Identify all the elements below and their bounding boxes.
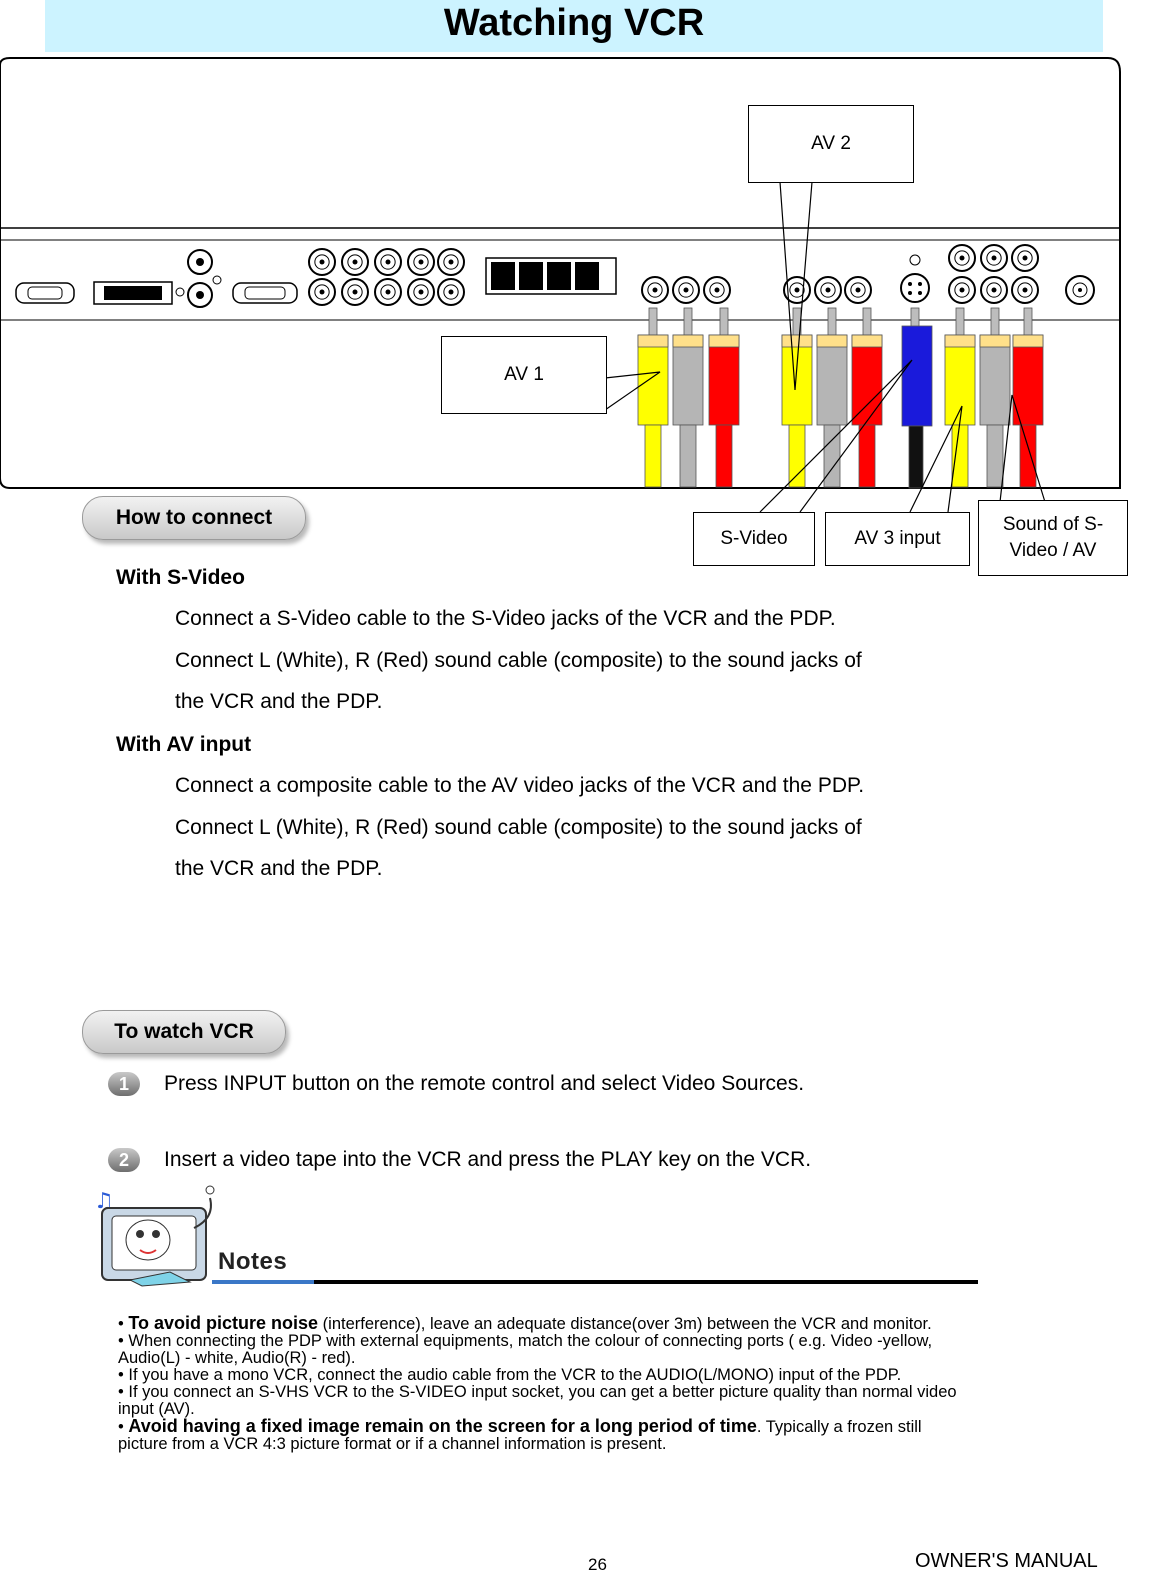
manual-label: OWNER'S MANUAL	[915, 1550, 1098, 1572]
note-1-bold: To avoid picture noise	[128, 1313, 319, 1333]
audio-jacks-pc	[187, 249, 213, 308]
note-1: • To avoid picture noise (interference),…	[118, 1313, 932, 1333]
svideo-plug	[901, 325, 933, 427]
callout-sound: Sound of S-Video / AV	[978, 500, 1128, 576]
svideo-line-1: Connect a S-Video cable to the S-Video j…	[175, 607, 836, 630]
rca-plug	[781, 334, 813, 426]
note-1-text: (interference), leave an adequate distan…	[318, 1315, 932, 1333]
rca-plug	[816, 334, 848, 426]
component-jacks	[308, 244, 1039, 306]
cable-plugs	[637, 307, 1044, 489]
how-to-connect-heading: How to connect	[82, 496, 306, 540]
vga-port	[232, 282, 298, 304]
callout-pointers	[604, 181, 1046, 513]
antenna-jack	[1065, 275, 1095, 305]
page-number: 26	[588, 1555, 607, 1574]
note-3: • If you have a mono VCR, connect the au…	[118, 1366, 902, 1384]
rca-plug	[1012, 334, 1044, 426]
rca-plug	[672, 334, 704, 426]
note-4: • If you connect an S-VHS VCR to the S-V…	[118, 1383, 957, 1418]
av-line-2: Connect L (White), R (Red) sound cable (…	[175, 816, 862, 839]
note-5: • Avoid having a fixed image remain on t…	[118, 1416, 922, 1453]
svideo-jack	[900, 254, 930, 303]
title-bar: Watching VCR	[45, 0, 1103, 52]
step-2-number: 2	[108, 1148, 140, 1172]
note-5-text: . Typically a frozen still picture from …	[118, 1418, 922, 1453]
step-1-text: Press INPUT button on the remote control…	[164, 1072, 805, 1095]
note-2-text: When connecting the PDP with external eq…	[118, 1332, 933, 1367]
rca-plug	[979, 334, 1011, 426]
notes-header-graphic: ♫	[94, 1185, 978, 1287]
svideo-line-2: Connect L (White), R (Red) sound cable (…	[175, 649, 862, 672]
step-2-text: Insert a video tape into the VCR and pre…	[164, 1148, 812, 1171]
tv-mascot-icon	[101, 1185, 215, 1287]
notes-title: Notes	[218, 1248, 288, 1275]
av-line-3: the VCR and the PDP.	[175, 857, 383, 880]
note-3-text: If you have a mono VCR, connect the audi…	[128, 1366, 902, 1384]
note-5-bold: Avoid having a fixed image remain on the…	[128, 1416, 757, 1436]
rca-plug	[944, 334, 976, 426]
to-watch-heading: To watch VCR	[82, 1010, 286, 1054]
callout-av2: AV 2	[748, 105, 914, 183]
rs232-port	[15, 282, 75, 304]
note-4-text: If you connect an S-VHS VCR to the S-VID…	[118, 1383, 957, 1418]
with-av-title: With AV input	[116, 733, 252, 756]
page-title: Watching VCR	[443, 2, 705, 44]
callout-av3: AV 3 input	[825, 512, 970, 566]
note-2: • When connecting the PDP with external …	[118, 1332, 933, 1367]
with-svideo-title: With S-Video	[116, 566, 245, 589]
rca-plug	[851, 334, 883, 426]
screw	[175, 287, 185, 297]
dvi-port	[93, 281, 173, 305]
notes-list: • To avoid picture noise (interference),…	[118, 1313, 973, 1453]
rca-plug	[637, 334, 669, 426]
rca-plug	[708, 334, 740, 426]
av-line-1: Connect a composite cable to the AV vide…	[175, 774, 865, 797]
svideo-line-3: the VCR and the PDP.	[175, 690, 383, 713]
speaker-terminals	[485, 257, 617, 295]
callout-svideo: S-Video	[693, 512, 815, 566]
callout-av1: AV 1	[441, 336, 607, 414]
step-1-number: 1	[108, 1072, 140, 1096]
